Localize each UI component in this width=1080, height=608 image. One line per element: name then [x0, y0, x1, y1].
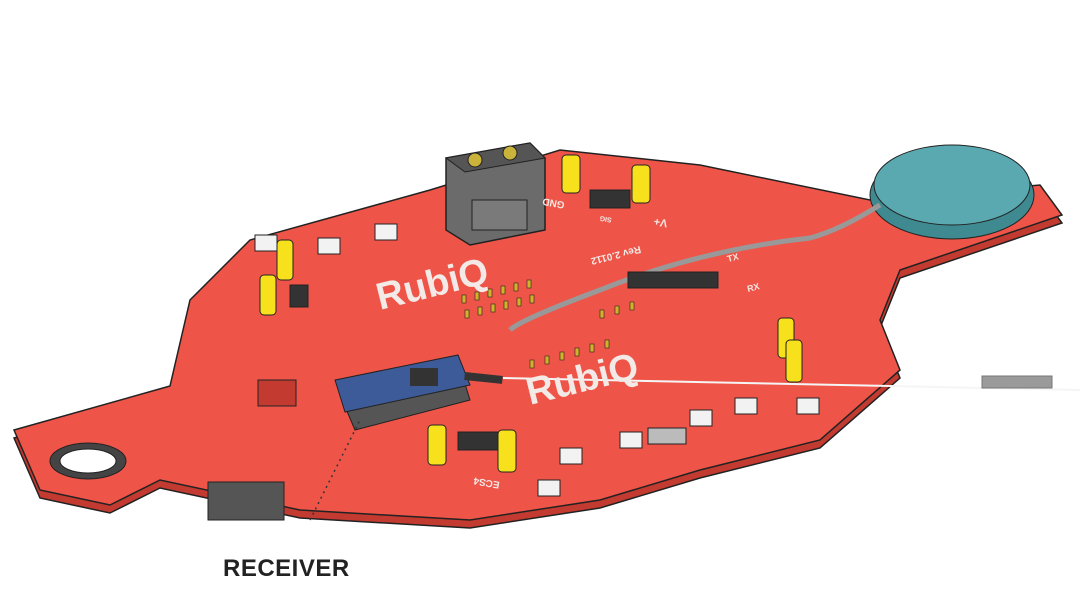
receiver-label: RECEIVER	[223, 555, 350, 582]
mounting-hole-inner	[59, 448, 117, 474]
buzzer-wire	[508, 202, 882, 332]
vplus-label: V+	[653, 215, 669, 229]
esc-label: ECS4	[472, 474, 500, 489]
receiver-connector	[207, 481, 285, 521]
dip-switch	[257, 379, 297, 407]
usb-port	[647, 427, 687, 445]
pin-headers	[289, 189, 719, 451]
rx-label: RX	[746, 281, 761, 294]
antenna-tip	[981, 375, 1053, 389]
pad-array	[461, 279, 635, 369]
gnd-label: GND	[542, 195, 566, 210]
callout-line	[309, 419, 361, 521]
sig-label: SIG	[599, 214, 613, 223]
wifi-module	[334, 354, 503, 431]
buzzer-top	[873, 144, 1031, 226]
tx-label: TX	[726, 251, 740, 263]
leds	[254, 223, 820, 497]
standoffs	[259, 154, 803, 473]
power-connector	[444, 142, 547, 246]
